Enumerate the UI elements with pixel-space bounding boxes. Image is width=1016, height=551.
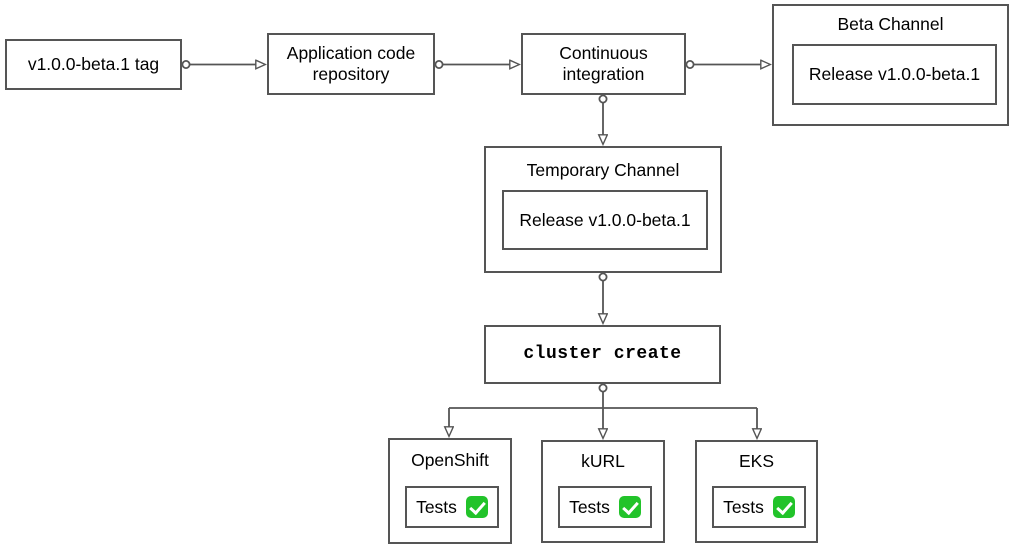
node-temporary-channel[interactable]: Temporary Channel Release v1.0.0-beta.1 bbox=[484, 146, 722, 273]
node-openshift-title: OpenShift bbox=[411, 450, 489, 470]
node-kurl[interactable]: kURL Tests bbox=[541, 440, 665, 543]
node-beta-channel-release[interactable]: Release v1.0.0-beta.1 bbox=[792, 44, 997, 105]
check-mark-icon bbox=[772, 496, 795, 518]
node-beta-channel-title: Beta Channel bbox=[837, 14, 944, 34]
node-eks-title: EKS bbox=[738, 451, 775, 471]
node-eks-tests-label: Tests bbox=[723, 496, 764, 517]
edge-source-dot bbox=[598, 272, 608, 282]
edge-source-dot bbox=[181, 60, 191, 70]
node-kurl-tests-label: Tests bbox=[569, 496, 610, 517]
node-temporary-channel-release-label: Release v1.0.0-beta.1 bbox=[519, 209, 691, 230]
node-cluster-create[interactable]: cluster create bbox=[484, 325, 721, 384]
check-mark-icon bbox=[618, 496, 641, 518]
node-beta-channel[interactable]: Beta Channel Release v1.0.0-beta.1 bbox=[772, 4, 1009, 126]
node-openshift-tests-label: Tests bbox=[416, 496, 457, 517]
node-kurl-tests[interactable]: Tests bbox=[558, 486, 652, 528]
node-openshift[interactable]: OpenShift Tests bbox=[388, 438, 512, 544]
node-temporary-channel-title: Temporary Channel bbox=[526, 160, 680, 180]
node-temporary-channel-release[interactable]: Release v1.0.0-beta.1 bbox=[502, 190, 708, 250]
node-kurl-title: kURL bbox=[581, 451, 625, 471]
edge-source-dot bbox=[685, 60, 695, 70]
node-application-code-repository-label: Application code repository bbox=[286, 42, 416, 84]
edge-source-dot bbox=[598, 383, 608, 393]
check-mark-icon bbox=[465, 496, 488, 518]
edge-source-dot bbox=[598, 94, 608, 104]
node-eks-tests[interactable]: Tests bbox=[712, 486, 806, 528]
node-openshift-tests[interactable]: Tests bbox=[405, 486, 499, 528]
node-application-code-repository[interactable]: Application code repository bbox=[267, 33, 435, 95]
node-cluster-create-label: cluster create bbox=[523, 343, 682, 364]
node-beta-channel-release-label: Release v1.0.0-beta.1 bbox=[808, 64, 981, 84]
edge-source-dot bbox=[434, 60, 444, 70]
node-eks[interactable]: EKS Tests bbox=[695, 440, 818, 543]
node-continuous-integration[interactable]: Continuous integration bbox=[521, 33, 686, 95]
node-continuous-integration-label: Continuous integration bbox=[559, 42, 648, 84]
node-version-tag[interactable]: v1.0.0-beta.1 tag bbox=[5, 39, 182, 90]
node-version-tag-label: v1.0.0-beta.1 tag bbox=[27, 53, 160, 74]
